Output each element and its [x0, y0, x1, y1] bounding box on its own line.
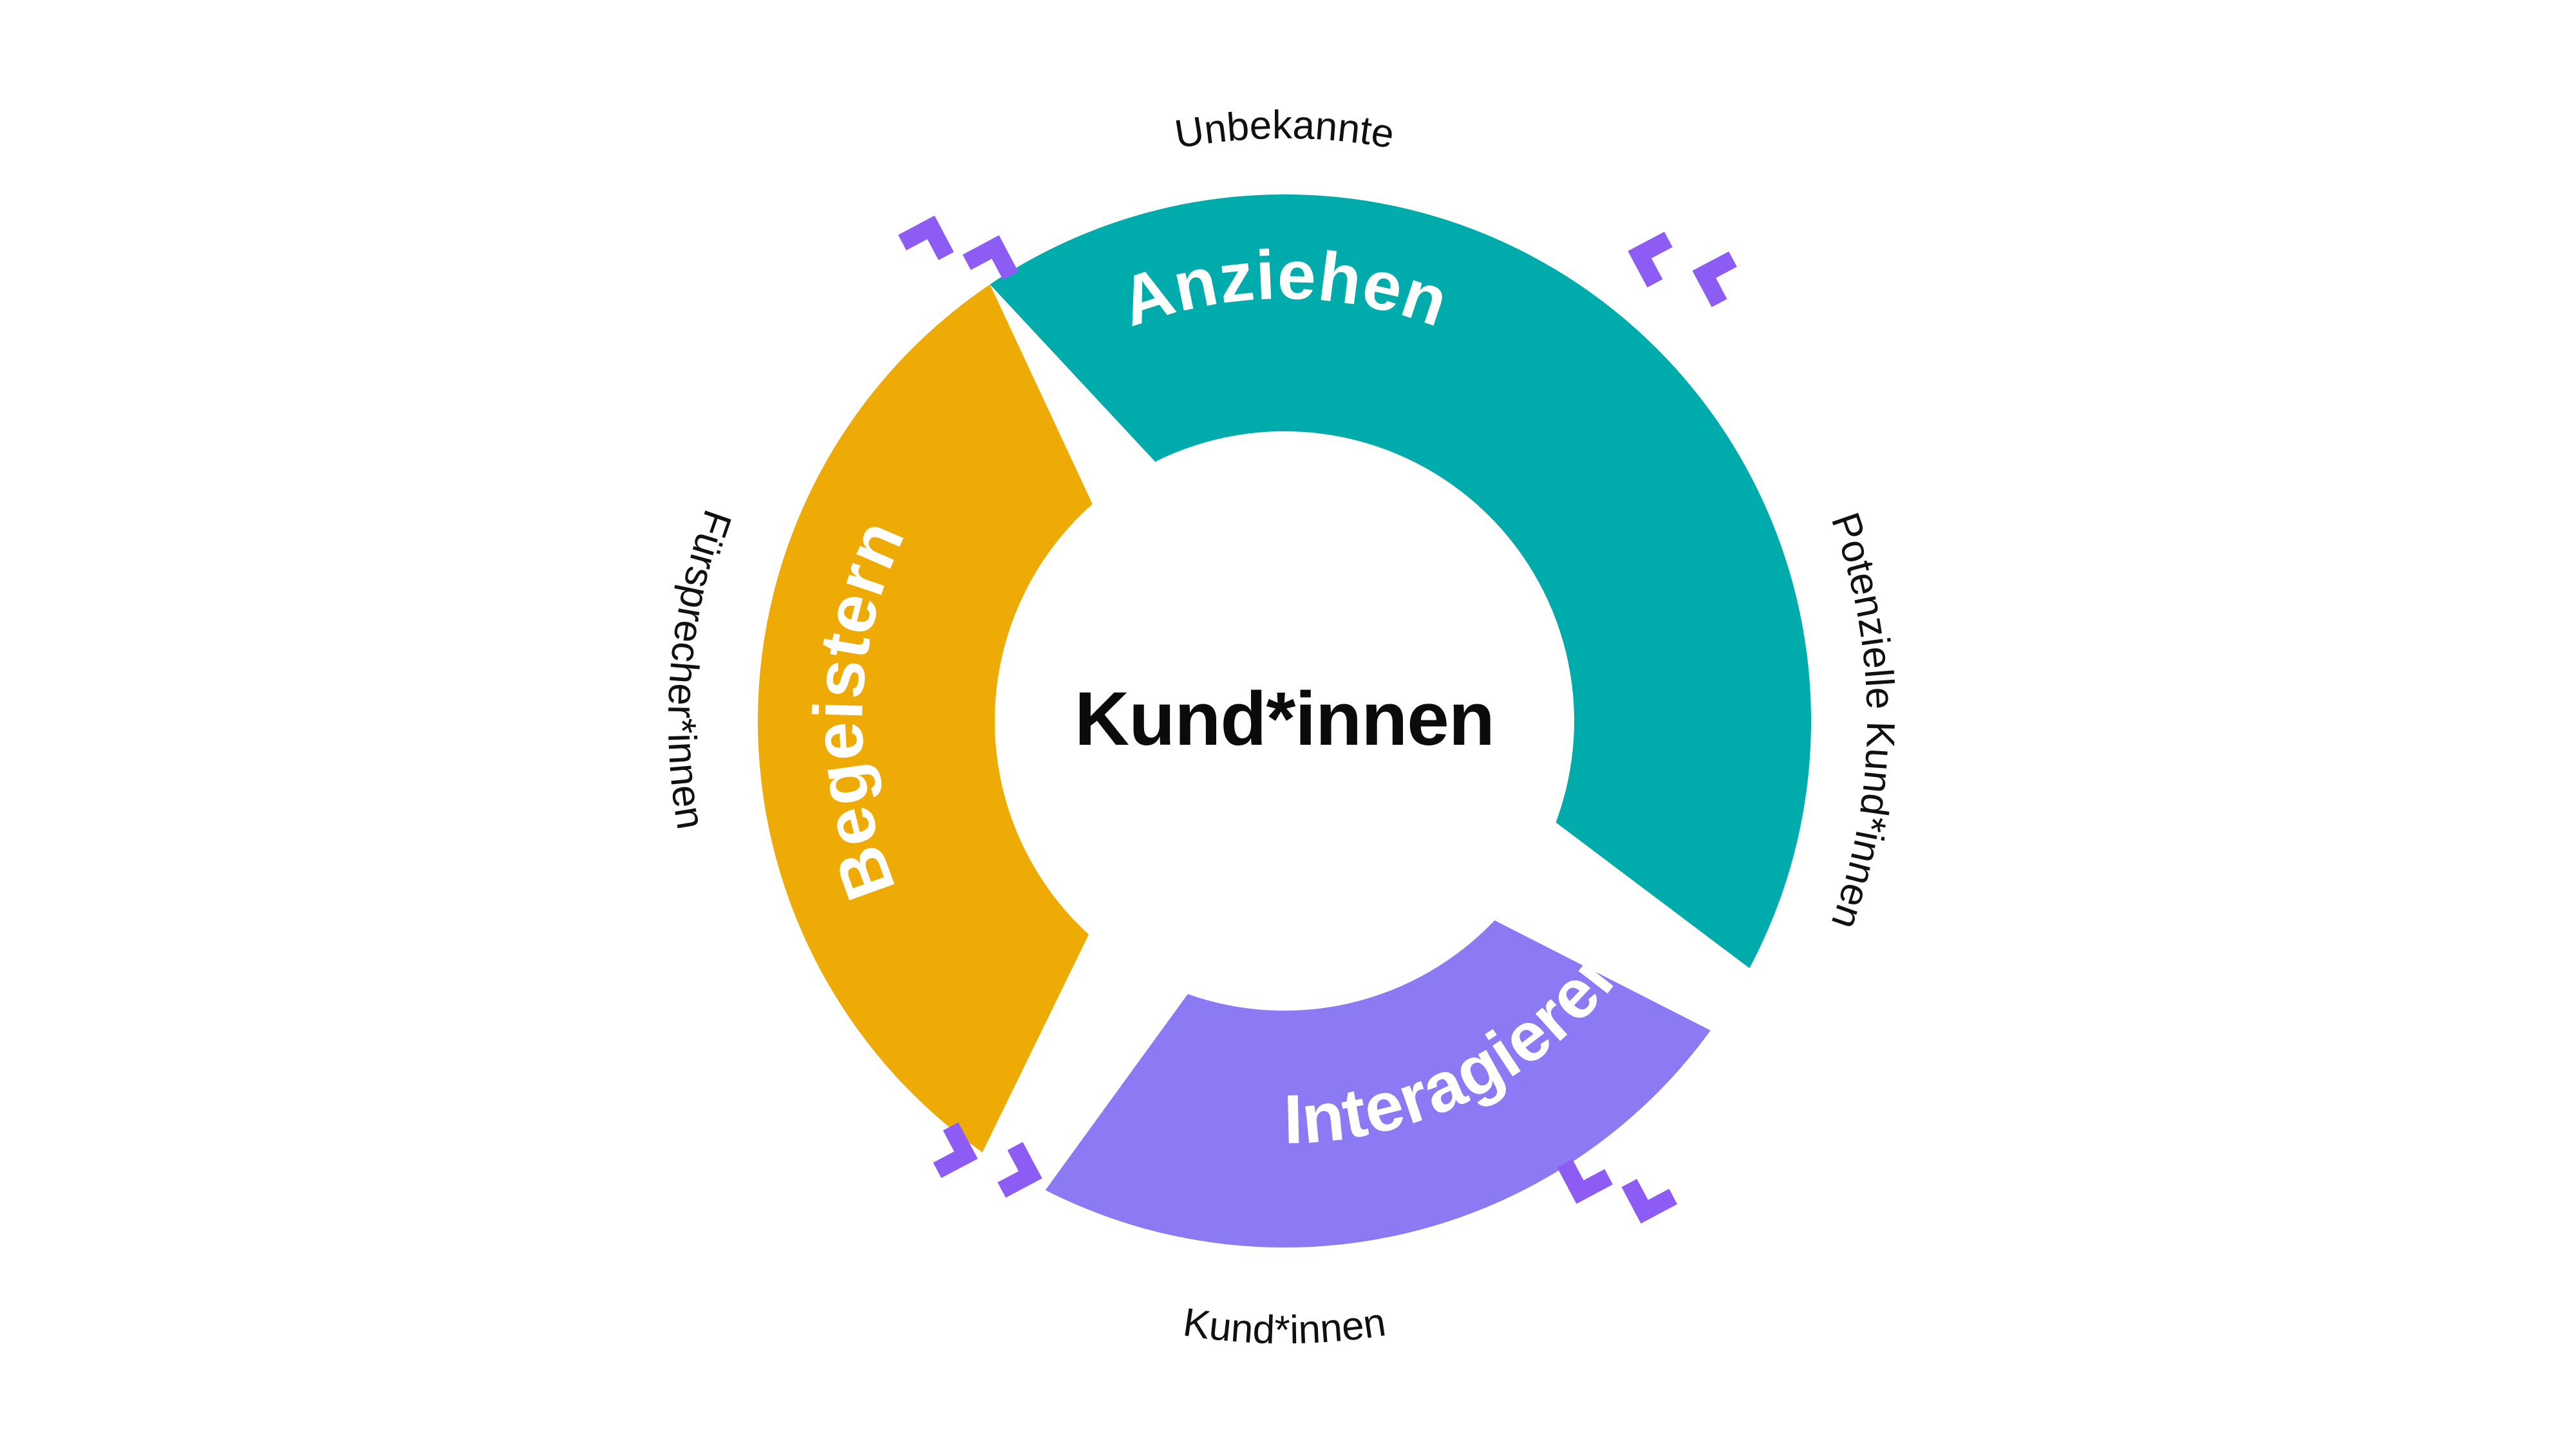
corner-bracket-icon: [1557, 1159, 1613, 1204]
segment-interagieren[interactable]: [1045, 920, 1711, 1248]
corner-bracket-icon: [963, 235, 1019, 280]
ring-segments: [757, 194, 1812, 1248]
center-label: Kund*innen: [1075, 677, 1494, 762]
ring-label-kundinnen-text: Kund*innen: [1180, 1300, 1388, 1352]
corner-bracket-icon: [997, 1142, 1042, 1198]
segment-anziehen[interactable]: [990, 194, 1812, 969]
corner-bracket-icon: [1692, 251, 1737, 308]
accent-mark-bottom-right: [1557, 1159, 1678, 1224]
corner-bracket-icon: [898, 215, 954, 261]
accent-mark-top-right: [1628, 232, 1737, 308]
accent-marks-group: [898, 215, 1737, 1224]
accent-mark-bottom-left: [933, 1122, 1042, 1198]
accent-mark-top-left: [898, 215, 1019, 280]
corner-bracket-icon: [1621, 1179, 1678, 1224]
corner-bracket-icon: [933, 1122, 978, 1178]
segment-begeistern[interactable]: [757, 284, 1093, 1153]
ring-label-kundinnen: Kund*innen: [1180, 1300, 1388, 1352]
corner-bracket-icon: [1628, 232, 1673, 288]
